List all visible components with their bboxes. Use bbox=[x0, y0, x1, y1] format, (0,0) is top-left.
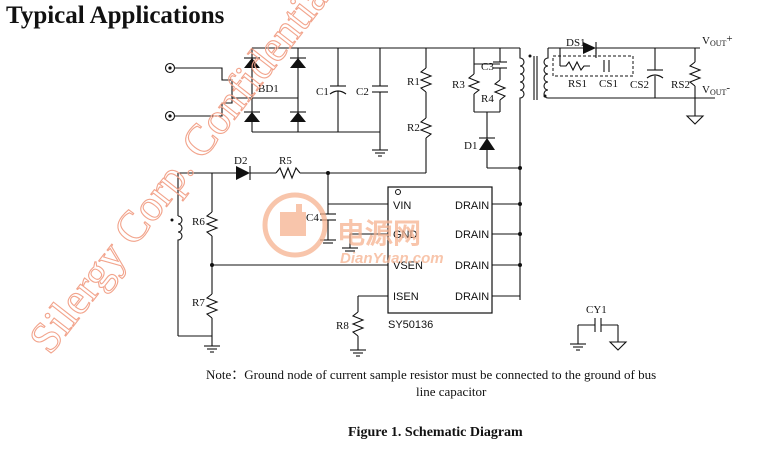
label-rs1: RS1 bbox=[568, 78, 587, 90]
pin-drain-3: DRAIN bbox=[455, 260, 489, 272]
label-cy1: CY1 bbox=[586, 304, 607, 316]
label-ds1: DS1 bbox=[566, 37, 586, 49]
confidential-watermark: Silergy Corp. Confidential bbox=[19, 0, 345, 362]
label-c3: C3 bbox=[481, 61, 494, 73]
y-capacitor-cy1: CY1 bbox=[570, 304, 628, 351]
site-logo-watermark: 电源网 DianYuan.com bbox=[262, 192, 444, 267]
section-heading: Typical Applications bbox=[6, 2, 225, 29]
startup-resistors: R1 R2 bbox=[407, 48, 433, 173]
figure-caption: Figure 1. Schematic Diagram bbox=[348, 425, 523, 440]
label-rs2: RS2 bbox=[671, 79, 690, 91]
ac-input-terminals bbox=[164, 62, 233, 122]
logo-url: DianYuan.com bbox=[340, 250, 444, 267]
note-line-2: line capacitor bbox=[416, 384, 487, 399]
pin-gnd: GND bbox=[393, 229, 418, 241]
pin-vin: VIN bbox=[393, 200, 411, 212]
pin-drain-2: DRAIN bbox=[455, 229, 489, 241]
note-line-1: Note：Ground node of current sample resis… bbox=[206, 367, 657, 382]
label-r4: R4 bbox=[481, 93, 494, 105]
schematic-note: Note：Ground node of current sample resis… bbox=[206, 366, 726, 400]
pin-drain-1: DRAIN bbox=[455, 200, 489, 212]
label-r1: R1 bbox=[407, 76, 420, 88]
label-c1: C1 bbox=[316, 86, 329, 98]
label-cs1: CS1 bbox=[599, 78, 618, 90]
vout-neg-label: VOUT- bbox=[702, 82, 730, 97]
transformer-primary bbox=[519, 48, 538, 300]
label-r3: R3 bbox=[452, 79, 465, 91]
label-r2: R2 bbox=[407, 122, 420, 134]
ic-part-number: SY50136 bbox=[388, 319, 433, 331]
label-cs2: CS2 bbox=[630, 79, 649, 91]
label-r5: R5 bbox=[279, 155, 292, 167]
snubber-network: C3 R3 R4 D1 bbox=[452, 48, 520, 169]
label-c2: C2 bbox=[356, 86, 369, 98]
auxiliary-supply: D2 R5 R6 R7 bbox=[170, 155, 426, 353]
ic-sy50136: VIN GND VSEN ISEN DRAIN DRAIN DRAIN DRAI… bbox=[210, 166, 522, 331]
output-stage: DS1 RS1 CS1 CS2 RS2 VOUT+ VOUT- bbox=[543, 33, 733, 125]
label-bd1: BD1 bbox=[258, 83, 279, 95]
bus-capacitors: C1 C2 bbox=[316, 48, 388, 157]
pin-isen: ISEN bbox=[393, 291, 419, 303]
label-c4: C4 bbox=[306, 212, 319, 224]
bridge-rectifier-bd1: BD1 bbox=[232, 48, 306, 133]
sense-resistor-r8: R8 bbox=[336, 295, 388, 357]
pin-vsen: VSEN bbox=[393, 260, 423, 272]
label-d1: D1 bbox=[464, 140, 477, 152]
pin-drain-4: DRAIN bbox=[455, 291, 489, 303]
label-r7: R7 bbox=[192, 297, 205, 309]
logo-chinese: 电源网 bbox=[337, 218, 421, 249]
vout-pos-label: VOUT+ bbox=[702, 33, 733, 48]
label-r6: R6 bbox=[192, 216, 205, 228]
label-r8: R8 bbox=[336, 320, 349, 332]
label-d2: D2 bbox=[234, 155, 247, 167]
